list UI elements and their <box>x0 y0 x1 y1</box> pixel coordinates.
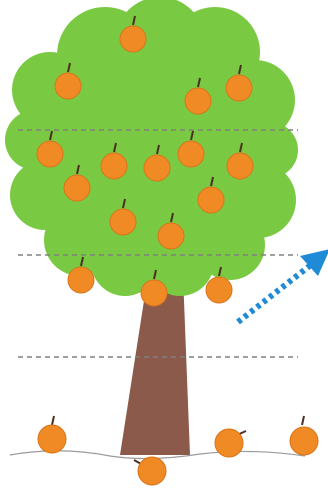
fruit <box>184 77 212 115</box>
fruit <box>143 144 171 182</box>
fruit <box>119 15 147 53</box>
fallen-fruit <box>289 415 319 456</box>
fruit <box>197 176 225 214</box>
fruits-on-tree <box>36 15 254 307</box>
fruit <box>109 198 137 236</box>
fruit <box>63 164 91 202</box>
fruit <box>177 130 205 168</box>
guide-lines <box>18 129 298 358</box>
fallen-fruit <box>214 428 247 458</box>
fruits-on-ground <box>37 415 319 486</box>
dotted-arrow-icon <box>236 249 328 325</box>
fruit <box>225 64 253 102</box>
fallen-fruit <box>133 456 167 486</box>
fruit <box>157 212 185 250</box>
fruit <box>226 142 254 180</box>
fruit <box>36 130 64 168</box>
fruit <box>54 62 82 100</box>
fruit <box>205 266 233 304</box>
fallen-fruit <box>37 415 67 454</box>
fruit <box>140 269 168 307</box>
fruit <box>67 256 95 294</box>
fruit <box>100 142 128 180</box>
tree-trunk <box>120 275 190 455</box>
